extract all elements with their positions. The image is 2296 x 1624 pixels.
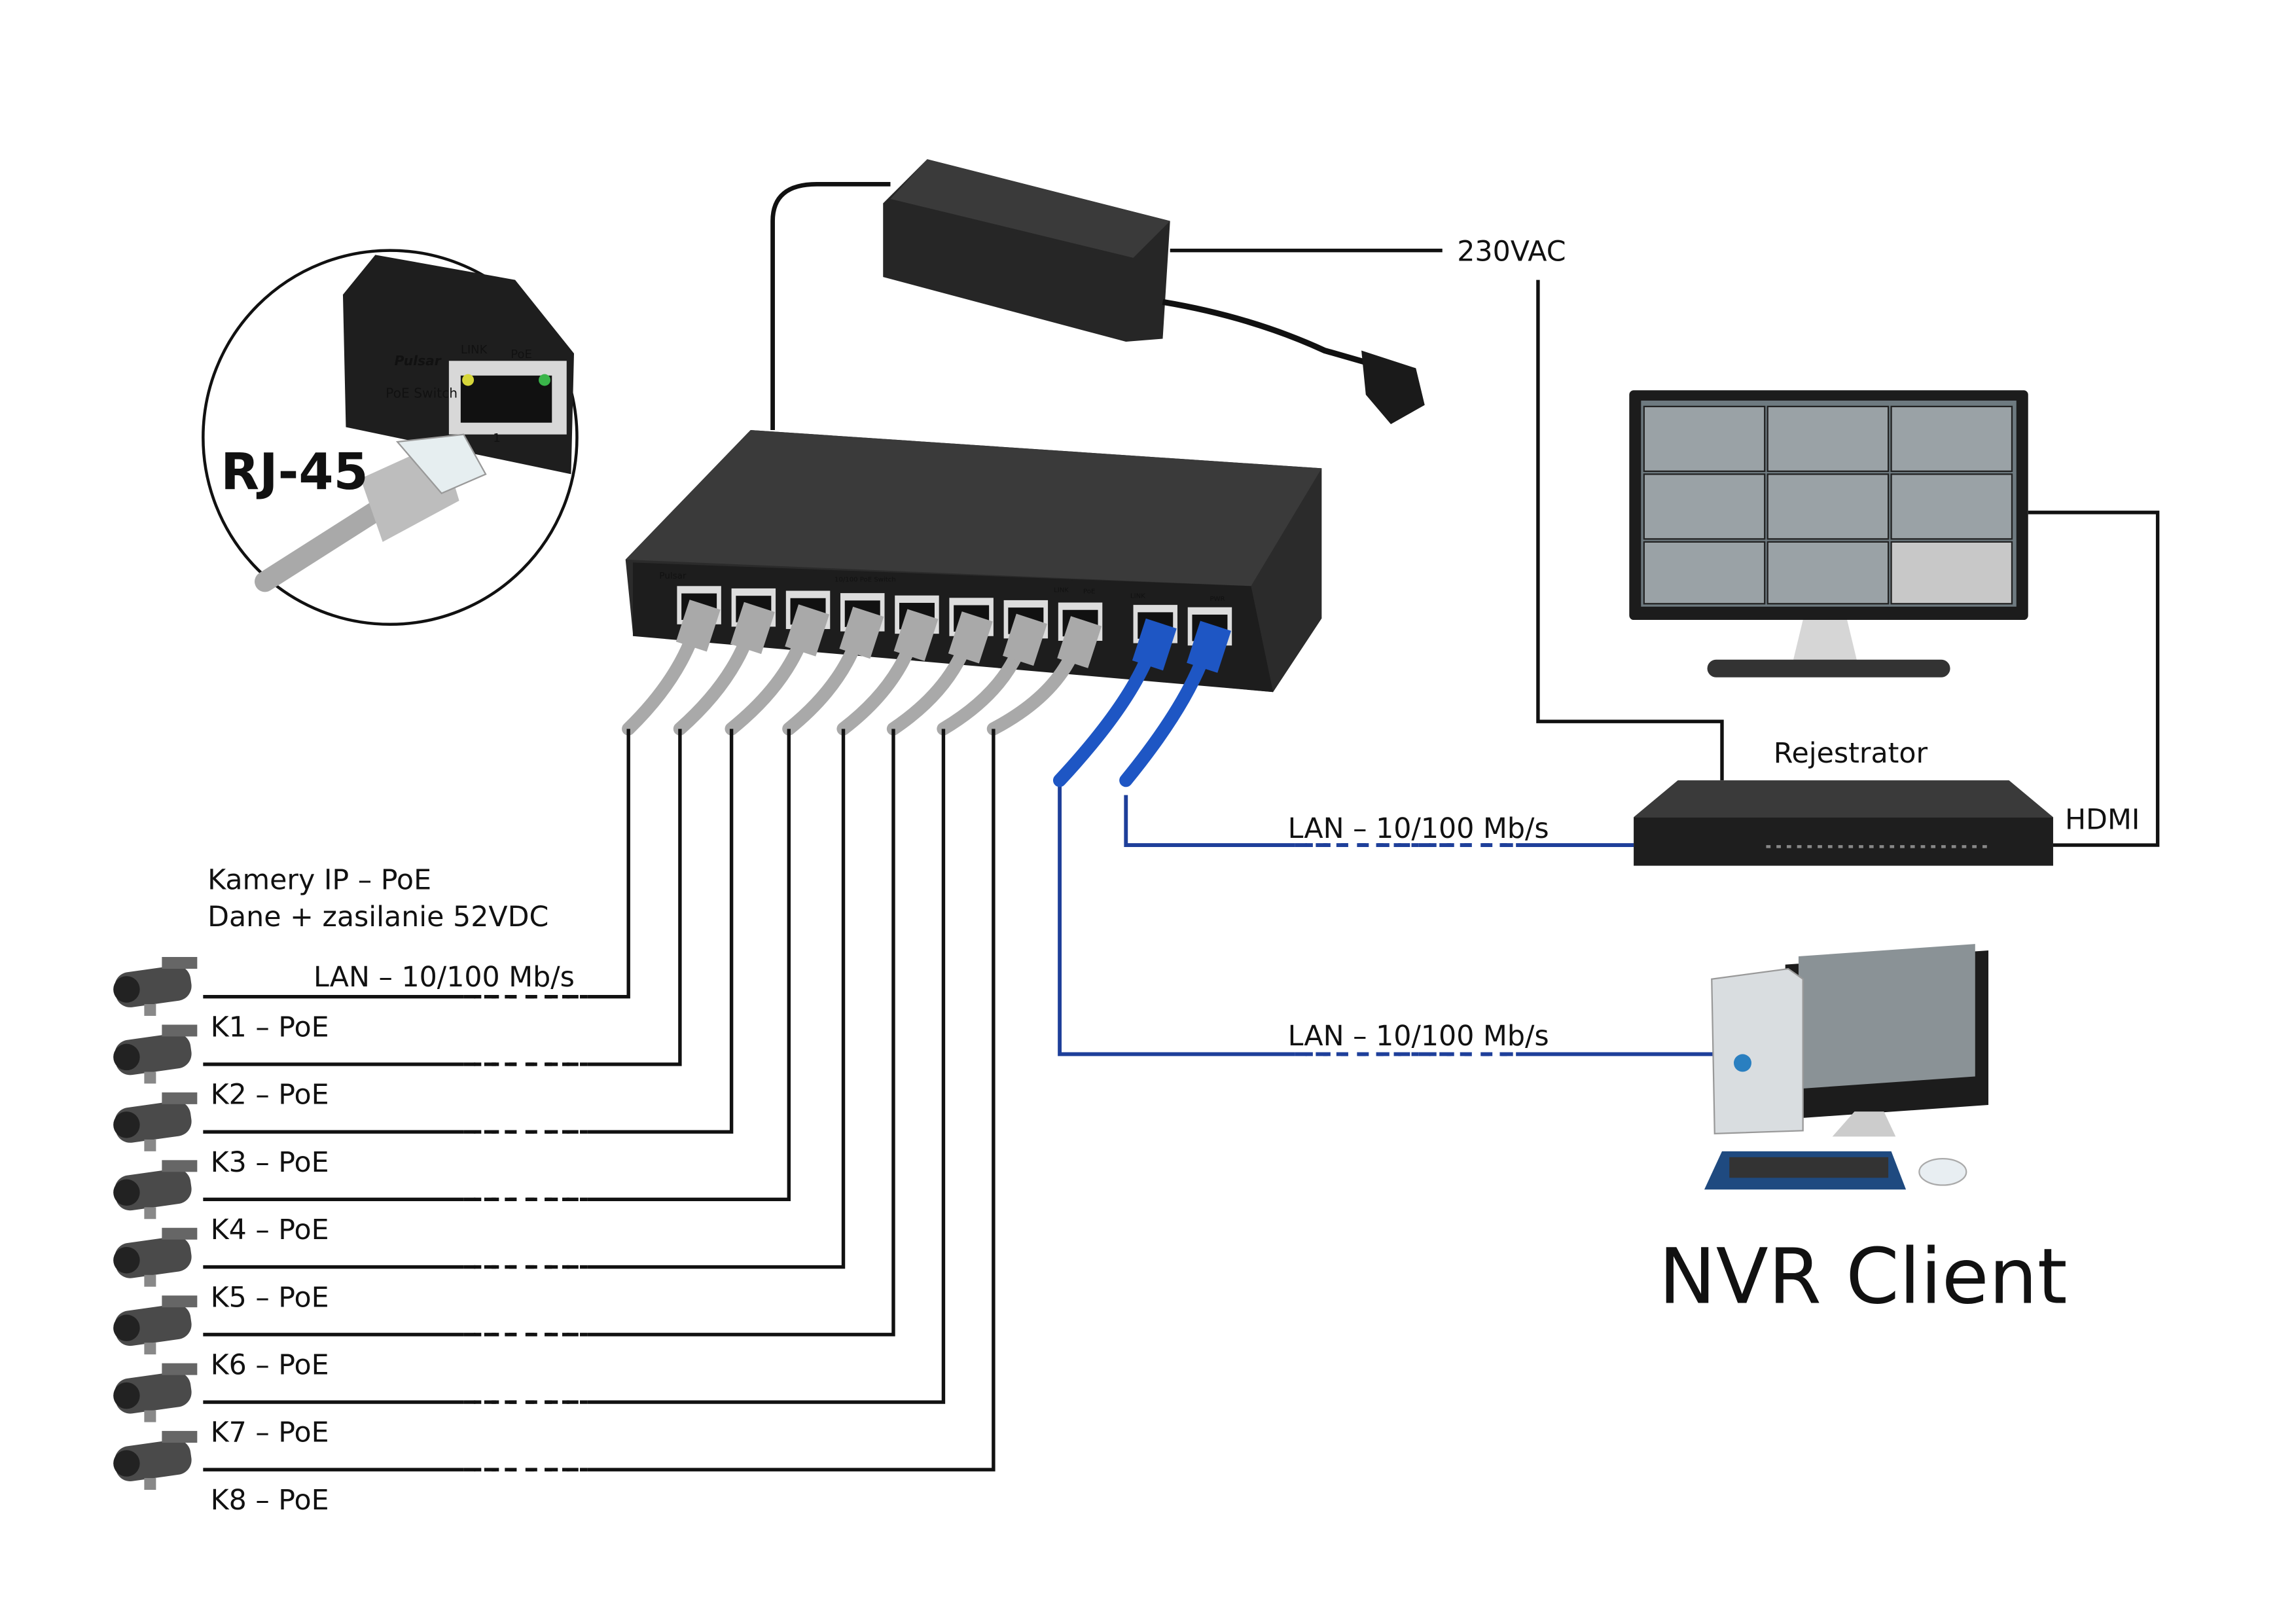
cameras-title: Kamery IP – PoE: [207, 864, 431, 897]
inset-device-text: PoE Switch: [386, 385, 457, 401]
rj45-plug: [839, 606, 884, 659]
rj45-label: RJ-45: [221, 443, 368, 501]
switch-front-labels: Pulsar 10/100 PoE Switch LINK PoE LINK P…: [659, 571, 1225, 603]
ip-camera-icon: [113, 956, 198, 1016]
camera-label: K1 – PoE: [211, 1011, 329, 1043]
inset-poe-label: PoE: [511, 348, 532, 361]
camera-label: K3 – PoE: [211, 1146, 329, 1179]
recorder-label: Rejestrator: [1774, 737, 1928, 770]
camera-line: [203, 729, 630, 999]
monitor: [1629, 390, 2028, 677]
inset-link-label: LINK: [461, 343, 488, 357]
rj45-plug: [785, 604, 830, 657]
ip-camera-icon: [113, 1363, 198, 1422]
poe-switch: Pulsar 10/100 PoE Switch LINK PoE LINK P…: [622, 429, 1322, 787]
rj45-plug: [730, 602, 775, 655]
switch-brand: Pulsar: [659, 571, 686, 581]
camera-label: K7 – PoE: [211, 1416, 329, 1449]
ip-camera-icon: [113, 1227, 198, 1287]
power-supply: [770, 159, 1425, 430]
camera-label: K2 – PoE: [211, 1079, 329, 1111]
hdmi-label: HDMI: [2065, 803, 2140, 836]
rj45-plug: [1132, 618, 1177, 671]
camera-line: [203, 729, 946, 1404]
camera-label: K4 – PoE: [211, 1214, 329, 1246]
power-label: 230VAC: [1457, 235, 1566, 268]
ip-camera-icon: [113, 1160, 198, 1219]
camera-line: [203, 729, 846, 1269]
switch-poe-led-label: PoE: [1083, 588, 1095, 596]
client-lan-label: LAN – 10/100 Mb/s: [1288, 1020, 1549, 1053]
camera-label: K8 – PoE: [211, 1484, 329, 1517]
nvr-client-label: NVR Client: [1659, 1231, 2067, 1321]
rj45-plug: [1003, 613, 1047, 666]
recorder-lan-label: LAN – 10/100 Mb/s: [1288, 812, 1549, 845]
plug-icon: [1361, 350, 1425, 424]
ip-camera-icon: [113, 1024, 198, 1084]
switch-link-led-label: LINK: [1054, 586, 1069, 594]
switch-pwr-label: PWR: [1210, 596, 1225, 603]
rj45-plug: [893, 609, 939, 661]
switch-uplink-link-label: LINK: [1130, 592, 1145, 600]
cameras-subtitle: Dane + zasilanie 52VDC: [207, 901, 548, 933]
camera-label: K5 – PoE: [211, 1281, 329, 1314]
ip-camera-icon: [113, 1295, 198, 1355]
nvr-client-computer: [1704, 944, 1989, 1190]
rj45-plug: [675, 600, 721, 652]
rj45-inset: Pulsar PoE Switch LINK PoE 1 RJ-45: [202, 249, 579, 626]
cameras-lan-label: LAN – 10/100 Mb/s: [314, 961, 575, 994]
inset-brand: Pulsar: [395, 353, 442, 369]
ip-camera-icon: [113, 1431, 198, 1490]
ip-camera-icon: [113, 1092, 198, 1151]
rj45-plug: [1187, 621, 1232, 673]
inset-port-number: 1: [493, 431, 500, 445]
switch-model-text: 10/100 PoE Switch: [834, 577, 896, 584]
rj45-plug: [948, 611, 993, 664]
camera-line: [203, 729, 682, 1066]
rj45-plug: [1057, 616, 1102, 668]
recorder: [1634, 780, 2053, 866]
camera-line: [203, 729, 895, 1337]
camera-line: [203, 729, 791, 1202]
camera-line: [203, 729, 734, 1134]
camera-label: K6 – PoE: [211, 1349, 329, 1382]
